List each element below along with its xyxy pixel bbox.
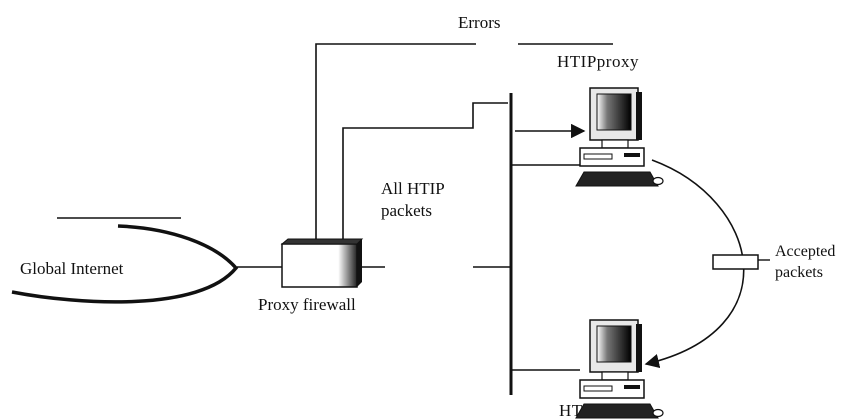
errors-label: Errors (458, 13, 500, 32)
accepted-packets-label-line2: packets (775, 264, 823, 281)
proxy-firewall-label: Proxy firewall (258, 295, 356, 314)
accepted-packets-label-line1: Accepted (775, 243, 835, 260)
errors-line (315, 43, 613, 256)
all-http-packets-label-line2: packets (381, 201, 432, 220)
global-internet-label: Global Internet (20, 259, 124, 278)
http-proxy-computer-icon (575, 87, 664, 187)
all-http-packets-label: All HTIP packets (381, 179, 448, 220)
all-http-packets-label-line1: All HTIP (381, 179, 444, 198)
global-internet-cloud (11, 224, 239, 304)
http-proxy-label: HTIPproxy (557, 52, 639, 71)
http-server-computer-icon (575, 319, 664, 419)
accepted-packets-label: Accepted packets (775, 243, 839, 281)
proxy-firewall-icon (280, 238, 364, 288)
accepted-packets-filter (712, 254, 759, 270)
all-http-packets-line (342, 102, 586, 244)
